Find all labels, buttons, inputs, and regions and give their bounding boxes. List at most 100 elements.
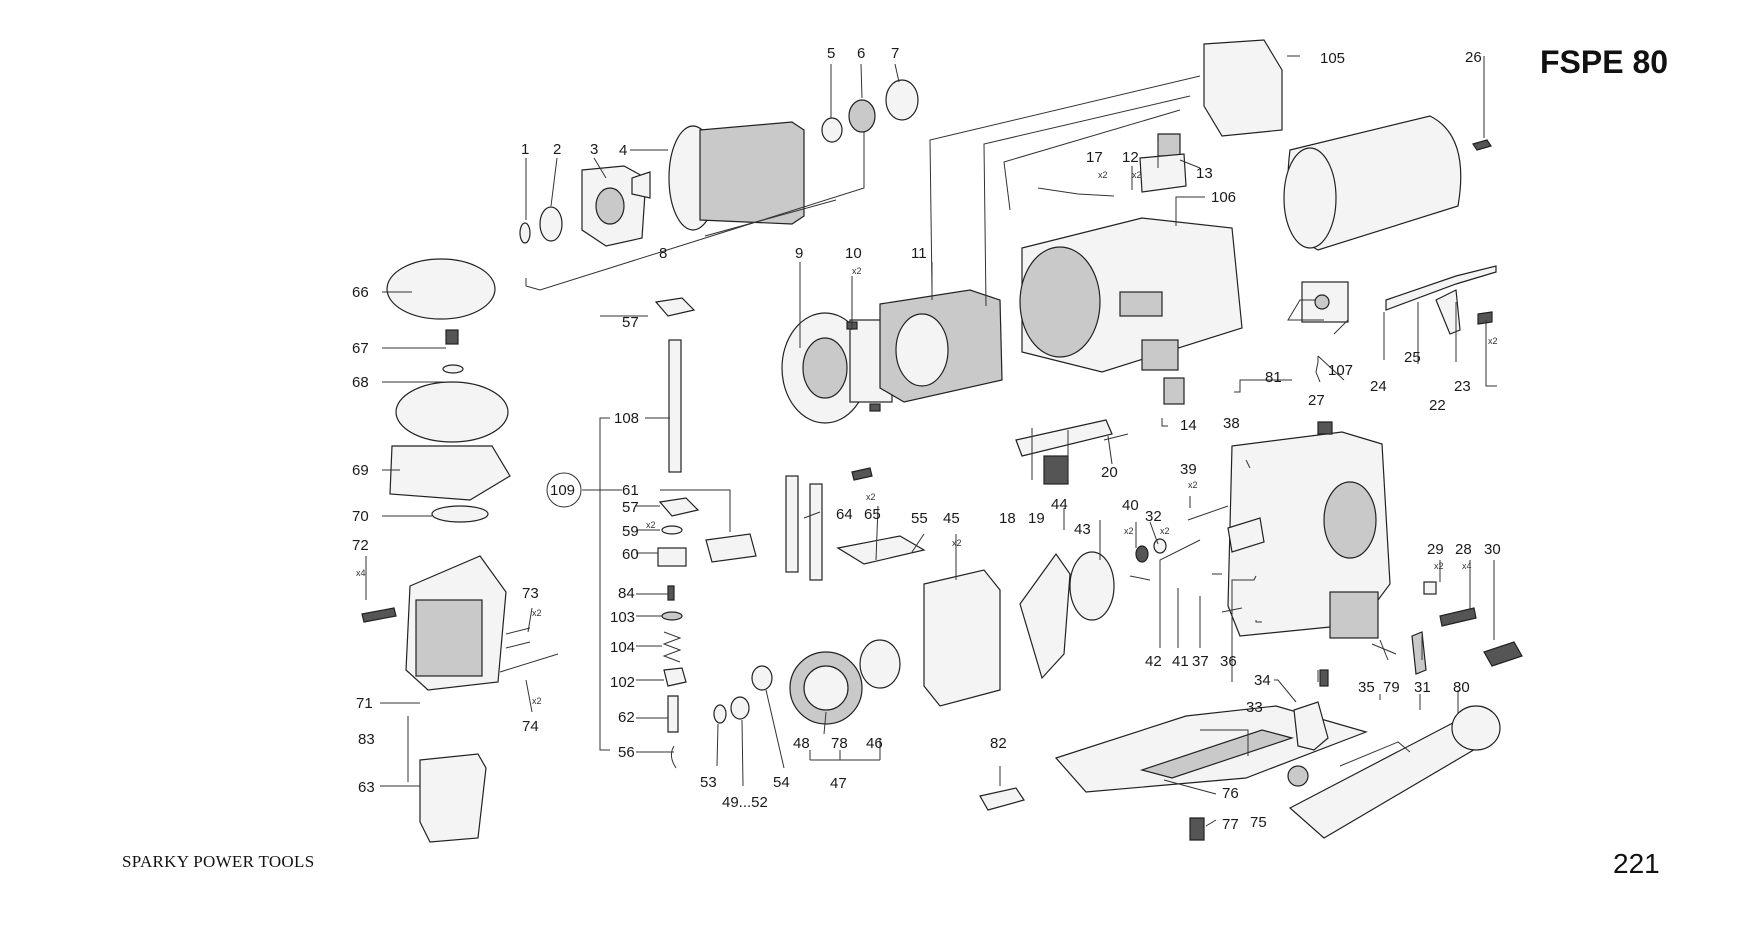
qty-73: x2 — [532, 608, 542, 618]
callout-63: 63 — [358, 779, 375, 796]
callout-17: 17 — [1086, 149, 1103, 166]
part-38-bearing-pin — [1227, 517, 1265, 553]
callout-74: 74 — [522, 718, 539, 735]
part-44-lever — [1019, 552, 1071, 680]
part-39-pin — [1187, 505, 1229, 521]
callout-66: 66 — [352, 284, 369, 301]
part-7-sleeve — [885, 79, 919, 121]
parts-artwork — [361, 39, 1523, 843]
part-72-screw — [361, 607, 397, 623]
callout-44: 44 — [1051, 496, 1068, 513]
qty-59: x2 — [646, 520, 656, 530]
callout-65: 65 — [864, 506, 881, 523]
callout-109: 109 — [550, 482, 575, 499]
part-54-sleeve — [751, 665, 773, 691]
callout-54: 54 — [773, 774, 790, 791]
qty-72: x4 — [356, 568, 366, 578]
part-67-screw — [445, 329, 459, 345]
part-2-bearing — [539, 206, 563, 242]
part-19-pad — [1043, 455, 1069, 485]
callout-45: 45 — [943, 510, 960, 527]
callout-64: 64 — [836, 506, 853, 523]
callout-62: 62 — [618, 709, 635, 726]
part-64-rail-a — [785, 475, 799, 573]
part-34-pin — [1319, 669, 1329, 687]
callout-79: 79 — [1383, 679, 1400, 696]
part-61-plate — [705, 533, 757, 563]
callout-59: 59 — [622, 523, 639, 540]
part-84-screw — [667, 585, 675, 601]
callout-labels: 1 2 3 4 5 6 7 8 9 10 11 12 13 14 17 18 1… — [352, 45, 1501, 833]
part-66-knob — [386, 258, 496, 320]
callout-67: 67 — [352, 340, 369, 357]
part-103-washer — [661, 611, 683, 621]
callout-106: 106 — [1211, 189, 1236, 206]
qty-17: x2 — [1098, 170, 1108, 180]
part-22-clamp — [1435, 289, 1461, 335]
callout-80: 80 — [1453, 679, 1470, 696]
qty-10: x2 — [852, 266, 862, 276]
part-82-shoe — [979, 787, 1025, 811]
callout-32: 32 — [1145, 508, 1162, 525]
part-55-guide — [836, 535, 926, 565]
part-6-bearing — [848, 99, 876, 133]
qty-74: x2 — [532, 696, 542, 706]
part-32-washer — [1153, 538, 1167, 554]
part-73-springs — [505, 627, 531, 649]
part-105-switch — [1203, 39, 1283, 137]
part-71-face — [415, 599, 483, 677]
callout-12: 12 — [1122, 149, 1139, 166]
part-76-insert — [1139, 729, 1295, 779]
part-48-cam — [803, 665, 849, 711]
part-33-wheel — [1287, 765, 1309, 787]
callout-23: 23 — [1454, 378, 1471, 395]
callout-29: 29 — [1427, 541, 1444, 558]
callout-78: 78 — [831, 735, 848, 752]
part-74-pin — [499, 653, 559, 673]
callout-57-bottom: 57 — [622, 499, 639, 516]
callout-31: 31 — [1414, 679, 1431, 696]
leader-lines — [365, 55, 1497, 827]
callout-48: 48 — [793, 735, 810, 752]
callout-18: 18 — [999, 510, 1016, 527]
callout-13: 13 — [1196, 165, 1213, 182]
part-25-sleeve — [1385, 265, 1497, 311]
callout-61: 61 — [622, 482, 639, 499]
callout-53: 53 — [700, 774, 717, 791]
part-64-rail-b — [809, 483, 823, 581]
part-4-pinion — [631, 171, 651, 199]
qty-45: x2 — [952, 538, 962, 548]
callout-5: 5 — [827, 45, 835, 62]
part-69-dome — [395, 381, 509, 443]
callout-22: 22 — [1429, 397, 1446, 414]
part-18-bracket — [1015, 419, 1113, 457]
callout-57-top: 57 — [622, 314, 639, 331]
part-10-pin-b — [869, 403, 881, 412]
callout-43: 43 — [1074, 521, 1091, 538]
callout-82: 82 — [990, 735, 1007, 752]
part-104-spring — [662, 631, 682, 663]
callout-102: 102 — [610, 674, 635, 691]
callout-77: 77 — [1222, 816, 1239, 833]
callout-68: 68 — [352, 374, 369, 391]
callout-10: 10 — [845, 245, 862, 262]
part-46-bushing — [859, 639, 901, 689]
callout-56: 56 — [618, 744, 635, 761]
callout-11: 11 — [911, 245, 927, 262]
part-57-guide-top — [654, 297, 696, 317]
part-31-cam — [1411, 631, 1427, 675]
callout-34: 34 — [1254, 672, 1271, 689]
callout-6: 6 — [857, 45, 865, 62]
part-79-hex-key — [1339, 741, 1411, 767]
callout-2: 2 — [553, 141, 561, 158]
part-27-bore — [1323, 481, 1377, 559]
part-43-disc — [1069, 551, 1115, 621]
part-81-nut — [1317, 421, 1333, 435]
callout-26: 26 — [1465, 49, 1482, 66]
part-65-screw — [851, 467, 873, 481]
part-11-bore — [895, 313, 949, 387]
callout-46: 46 — [866, 735, 883, 752]
callout-75: 75 — [1250, 814, 1267, 831]
part-45-guide — [923, 569, 1001, 707]
part-23-screw — [1477, 311, 1493, 325]
